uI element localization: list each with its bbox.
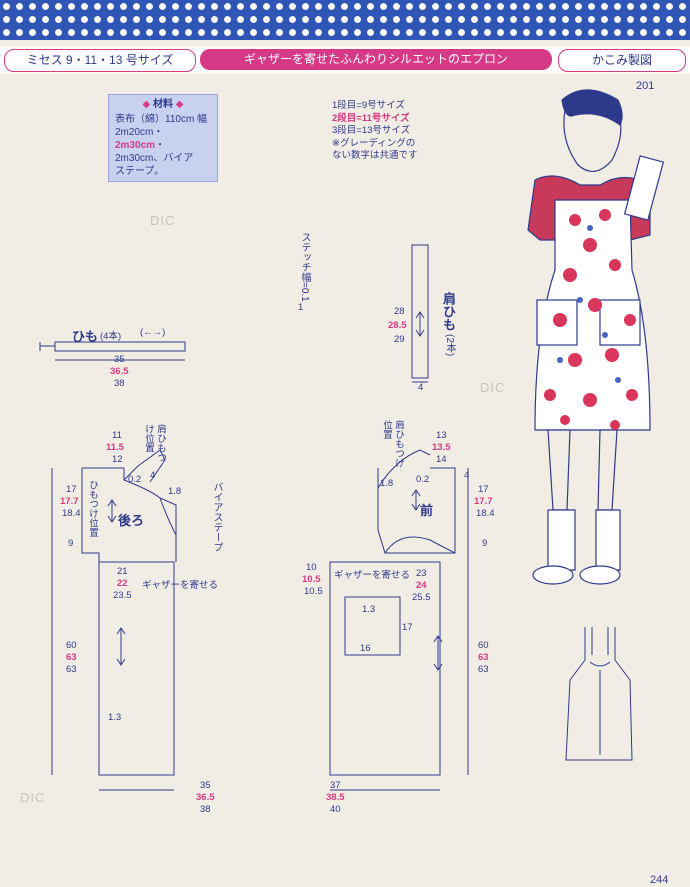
front-h2: 17.7 (474, 496, 493, 507)
front-skirt-outline (329, 561, 441, 776)
front-d18: 1.8 (380, 478, 394, 489)
back-label: 後ろ (118, 513, 145, 528)
strap-label: ひも (72, 329, 99, 344)
size-tab: ミセス 9・11・13 号サイズ (4, 49, 196, 72)
shoulder-strap-outline (411, 244, 429, 379)
front-pocket-17: 17 (402, 622, 413, 633)
front-w1: 23 (416, 568, 427, 579)
back-d02: 0.2 (128, 474, 142, 485)
back-top-3: 12 (112, 454, 123, 465)
materials-heading: ◆ 材料 ◆ (142, 99, 184, 110)
shoulder-strap-m1: 28 (394, 306, 405, 317)
back-w2: 22 (117, 578, 128, 589)
front-top-2: 13.5 (432, 442, 451, 453)
front-top-3: 14 (436, 454, 447, 465)
back-l2: 63 (66, 652, 77, 663)
apron-flower-print (544, 209, 638, 430)
back-l1: 60 (66, 640, 77, 651)
front-label: 前 (420, 503, 434, 518)
shoulder-strap-width: 4 (418, 382, 424, 393)
front-pocket-16: 16 (360, 643, 371, 654)
front-s2: 10.5 (302, 574, 321, 585)
front-pocket-d13: 1.3 (362, 604, 376, 615)
front-b2: 38.5 (326, 792, 345, 803)
back-strap-position: 肩ひもつけ位置 (143, 424, 166, 462)
strap-grain-arrow: (←→) (140, 327, 166, 338)
front-s3: 10.5 (304, 586, 323, 597)
back-h2: 17.7 (60, 496, 79, 507)
bias-tape-label: バイアステープ (211, 482, 222, 552)
stitch-one: 1 (298, 302, 304, 313)
materials-box: ◆ 材料 ◆ 表布（綿）110cm 幅 2m20cm・ 2m30cm・2m30c… (108, 94, 218, 182)
back-d9: 9 (68, 538, 74, 549)
back-b2: 36.5 (196, 792, 215, 803)
flat-apron-sketch (565, 627, 633, 761)
back-b1: 35 (200, 780, 211, 791)
front-l2: 63 (478, 652, 489, 663)
watermark: DIC (150, 213, 176, 228)
materials-line: 2m30cm・2m30cm、バイア (115, 140, 194, 164)
back-d4: 4 (150, 470, 156, 481)
front-d02: 0.2 (416, 474, 430, 485)
front-l1: 60 (478, 640, 489, 651)
front-h3: 18.4 (476, 508, 495, 519)
back-skirt-outline (98, 561, 175, 776)
front-w3: 25.5 (412, 592, 431, 603)
back-top-2: 11.5 (106, 442, 124, 453)
strap-measure-2: 36.5 (110, 366, 129, 377)
front-strap-position: 肩ひもつけ位置 (381, 420, 404, 468)
back-b3: 38 (200, 804, 211, 815)
back-top-1: 11 (112, 430, 122, 441)
cut-type-tab: かこみ製図 (558, 49, 686, 72)
back-h1: 17 (66, 484, 77, 495)
title-tab: ギャザーを寄せたふんわりシルエットのエプロン (200, 49, 552, 70)
strap-measure-1: 35 (114, 354, 125, 365)
back-l3: 63 (66, 664, 77, 675)
back-d18: 1.8 (168, 486, 182, 497)
strap-count: (4本) (100, 331, 122, 342)
front-s1: 10 (306, 562, 317, 573)
polka-dot-banner (0, 0, 690, 40)
model-illustration (527, 89, 665, 585)
front-b3: 40 (330, 804, 341, 815)
watermark: DIC (20, 790, 46, 805)
front-d9: 9 (482, 538, 488, 549)
shoulder-strap-m3: 29 (394, 334, 405, 345)
page-number-top: 201 (636, 80, 655, 92)
front-l3: 63 (478, 664, 489, 675)
page-number-bottom: 244 (650, 874, 669, 886)
stitch-note: ステッチ幅=0.1 (299, 232, 310, 302)
front-w2: 24 (416, 580, 427, 591)
shoulder-strap-label: 肩ひも (441, 292, 456, 331)
strap-measure-3: 38 (114, 378, 125, 389)
watermark: DIC (480, 380, 506, 395)
size-legend: 1段目=9号サイズ 2段目=11号サイズ 3段目=13号サイズ ※グレーディング… (332, 100, 418, 161)
back-gather-note: ギャザーを寄せる (142, 580, 219, 591)
back-strap-side-position: ひもつけ位置 (87, 480, 98, 537)
front-bodice-outline (377, 467, 456, 554)
back-bodice-side (81, 468, 100, 562)
front-gather-note: ギャザーを寄せる (334, 570, 411, 581)
back-w3: 23.5 (113, 590, 132, 601)
pocket-outline (344, 596, 401, 656)
back-d13: 1.3 (108, 712, 122, 723)
shoulder-strap-m2: 28.5 (388, 320, 407, 331)
front-b1: 37 (330, 780, 341, 791)
front-top-1: 13 (436, 430, 447, 441)
front-d4: 4 (464, 470, 470, 481)
shoulder-strap-count: (2本) (444, 334, 455, 357)
materials-line: 表布（綿）110cm 幅 2m20cm・ (115, 114, 208, 138)
back-w1: 21 (117, 566, 128, 577)
materials-line: ステープ。 (115, 166, 165, 177)
front-h1: 17 (478, 484, 489, 495)
back-h3: 18.4 (62, 508, 81, 519)
